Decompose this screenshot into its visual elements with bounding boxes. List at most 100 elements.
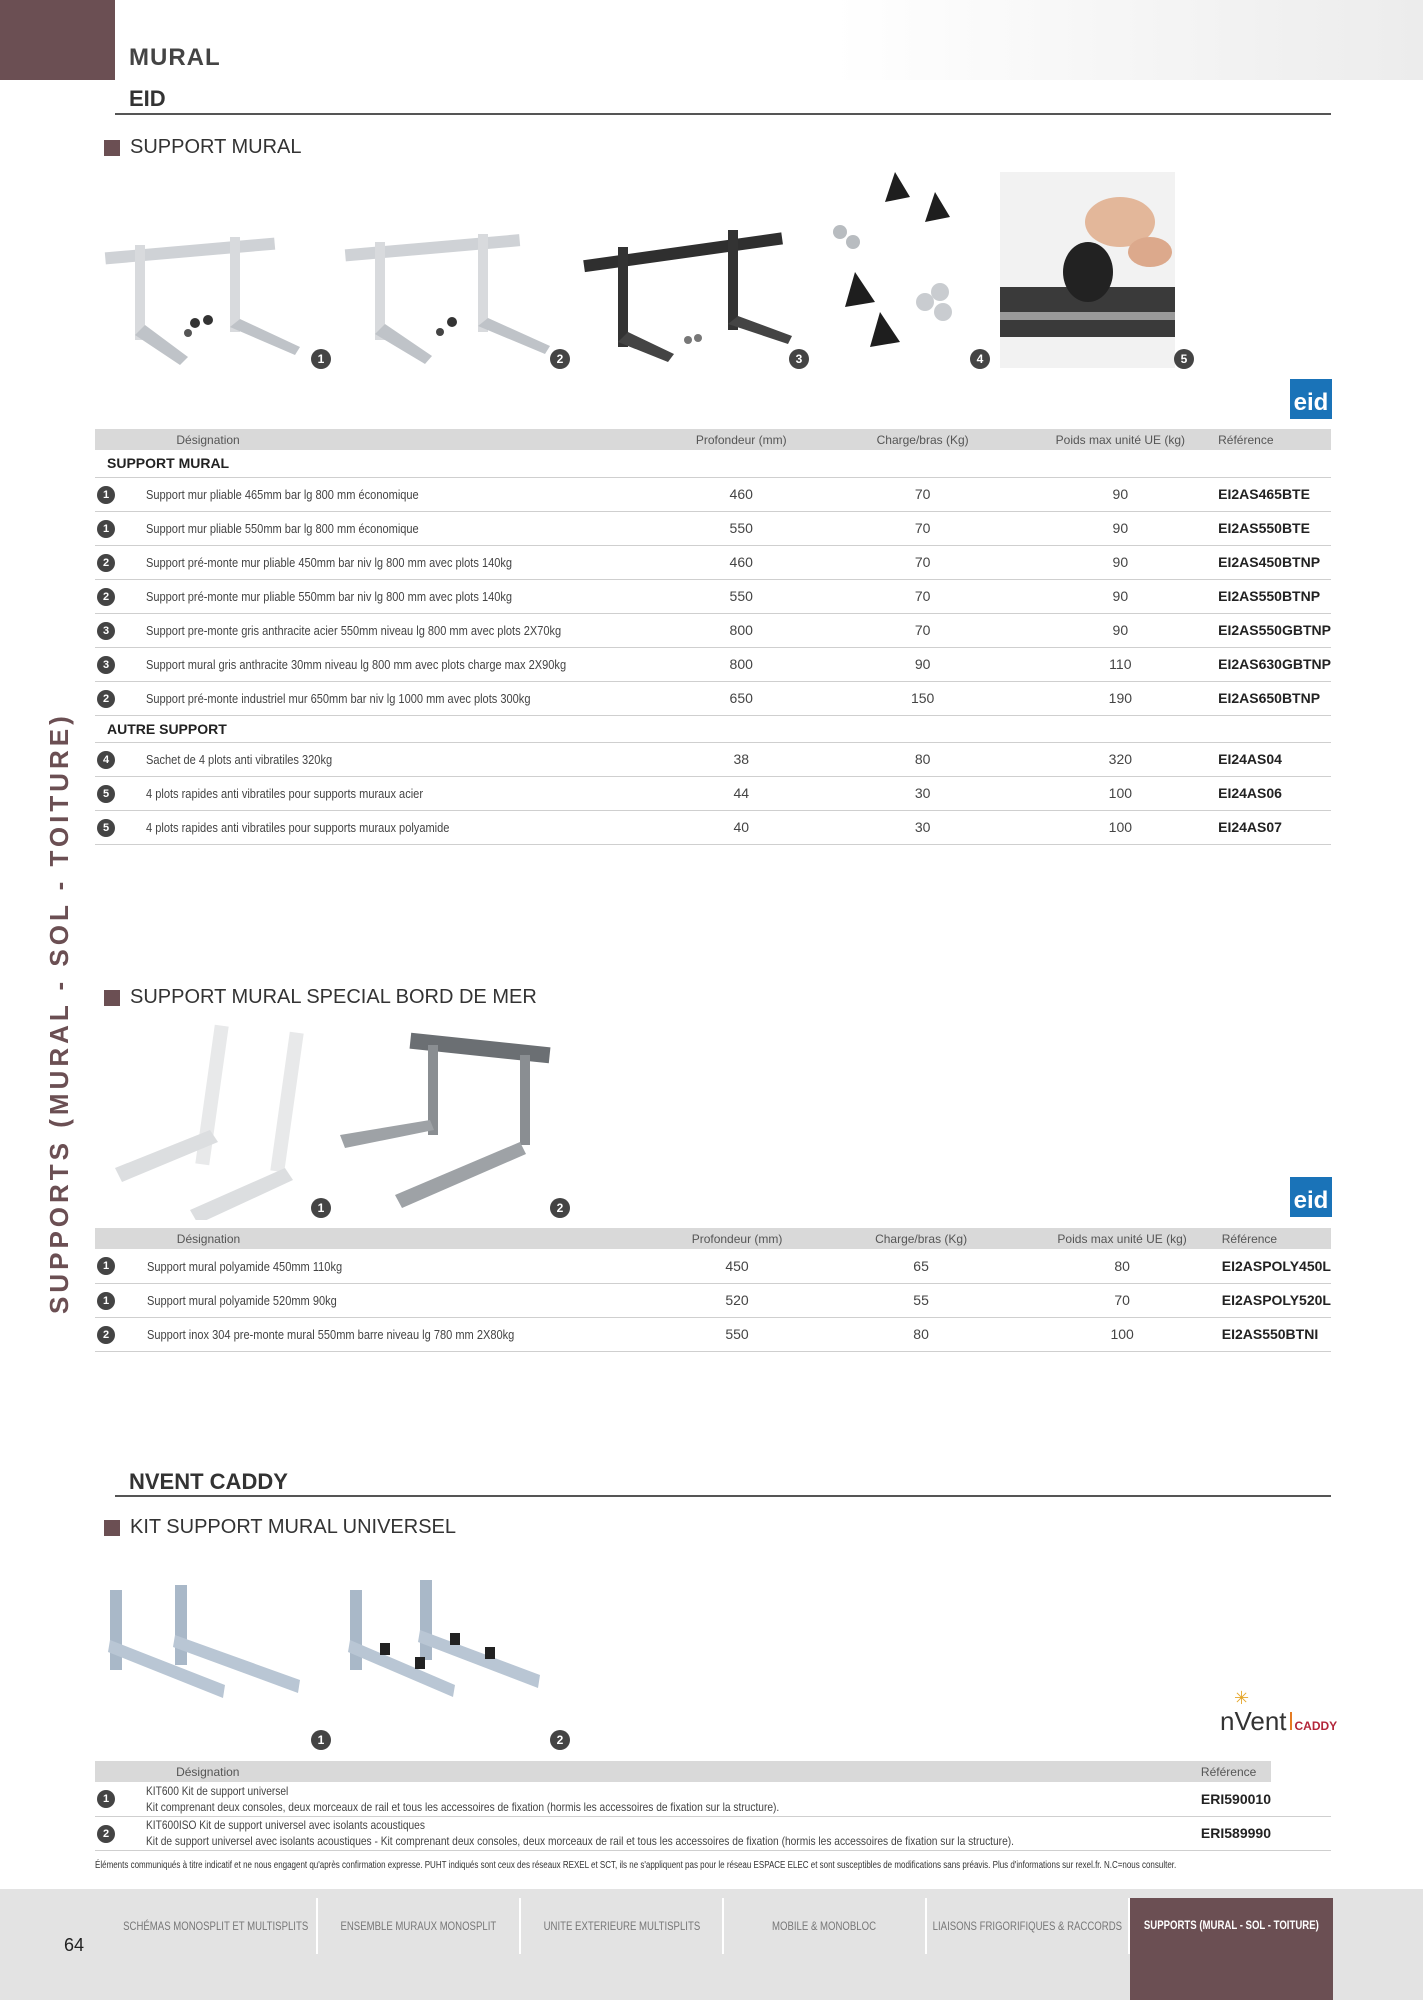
column-header-profondeur: Profondeur (mm) bbox=[659, 429, 823, 450]
reference-cell: EI2AS550BTE bbox=[1218, 511, 1331, 546]
column-header-poids: Poids max unité UE (kg) bbox=[1022, 429, 1219, 450]
image-number-badge: 4 bbox=[970, 349, 990, 369]
logo-separator bbox=[1289, 1712, 1292, 1730]
header-color-block bbox=[0, 0, 115, 80]
designation-text: 4 plots rapides anti vibratiles pour sup… bbox=[146, 820, 450, 835]
product-image-inox-bracket bbox=[340, 1032, 551, 1208]
row-number-cell: 1 bbox=[95, 1283, 135, 1318]
poids-cell: 70 bbox=[1022, 1283, 1222, 1318]
charge-cell: 70 bbox=[822, 613, 1023, 648]
row-number-badge: 5 bbox=[97, 818, 115, 837]
product-image-kit600 bbox=[108, 1585, 300, 1698]
product-image-anti-vibration-pads bbox=[833, 172, 952, 347]
profondeur-cell: 40 bbox=[659, 810, 823, 845]
image-number-badge: 2 bbox=[550, 1730, 570, 1750]
footer-tab-label: SCHÉMAS MONOSPLIT ET MULTISPLITS bbox=[122, 1919, 309, 1933]
footer-tab-label: UNITE EXTERIEURE MULTISPLITS bbox=[543, 1919, 700, 1933]
footer-tab[interactable]: SCHÉMAS MONOSPLIT ET MULTISPLITS bbox=[115, 1898, 318, 1954]
table-row: 2 Support inox 304 pre-monte mural 550mm … bbox=[95, 1317, 1331, 1352]
charge-cell: 70 bbox=[822, 579, 1023, 614]
footer-tab[interactable]: UNITE EXTERIEURE MULTISPLITS bbox=[521, 1898, 724, 1954]
bullet-square-icon bbox=[104, 989, 120, 1006]
column-header-reference: Référence bbox=[1221, 1228, 1331, 1249]
poids-cell: 100 bbox=[1022, 776, 1219, 811]
row-number-cell: 2 bbox=[95, 1816, 135, 1851]
reference-cell: EI2AS450BTNP bbox=[1218, 545, 1331, 580]
image-number-badge: 5 bbox=[1174, 349, 1194, 369]
table-header-row: Désignation Profondeur (mm) Charge/bras … bbox=[95, 429, 1331, 450]
section-heading-kit-universel: KIT SUPPORT MURAL UNIVERSEL bbox=[104, 1516, 456, 1539]
reference-cell: ERI589990 bbox=[1200, 1816, 1271, 1851]
eid-brand-logo: eid bbox=[1290, 379, 1332, 419]
footer-tab[interactable]: SUPPORTS (MURAL - SOL - TOITURE) bbox=[1130, 1898, 1333, 2000]
profondeur-cell: 520 bbox=[654, 1283, 820, 1318]
poids-cell: 90 bbox=[1022, 613, 1219, 648]
charge-cell: 150 bbox=[822, 681, 1023, 716]
poids-cell: 90 bbox=[1022, 511, 1219, 546]
reference-cell: EI2AS630GBTNP bbox=[1218, 647, 1331, 682]
footer-tab[interactable]: ENSEMBLE MURAUX MONOSPLIT bbox=[318, 1898, 521, 1954]
side-category-label: SUPPORTS (MURAL - SOL - TOITURE) bbox=[44, 712, 74, 1314]
poids-cell: 90 bbox=[1022, 477, 1219, 512]
support-mural-table: Désignation Profondeur (mm) Charge/bras … bbox=[95, 429, 1331, 845]
table-row: 5 4 plots rapides anti vibratiles pour su… bbox=[95, 810, 1331, 845]
poids-cell: 110 bbox=[1022, 647, 1219, 682]
designation-text: Sachet de 4 plots anti vibratiles 320kg bbox=[146, 752, 333, 767]
row-number-badge: 3 bbox=[97, 655, 115, 674]
designation-text: Support mural polyamide 450mm 110kg bbox=[146, 1258, 342, 1274]
heading-divider bbox=[115, 113, 1331, 115]
reference-cell: EI2AS650BTNP bbox=[1218, 681, 1331, 716]
footer-tab-label: LIAISONS FRIGORIFIQUES & RACCORDS bbox=[932, 1919, 1123, 1933]
product-image-bracket-white-2 bbox=[344, 234, 550, 364]
row-number-cell: 5 bbox=[95, 776, 135, 811]
row-number-cell: 3 bbox=[95, 613, 135, 648]
charge-cell: 30 bbox=[822, 810, 1023, 845]
table-header-row: Désignation Profondeur (mm) Charge/bras … bbox=[95, 1228, 1331, 1249]
charge-cell: 65 bbox=[819, 1249, 1023, 1284]
row-number-cell: 1 bbox=[95, 511, 135, 546]
profondeur-cell: 550 bbox=[659, 511, 823, 546]
section-heading-text: KIT SUPPORT MURAL UNIVERSEL bbox=[130, 1516, 457, 1538]
designation-cell: Support mural polyamide 450mm 110kg bbox=[134, 1249, 655, 1284]
image-number-badge: 3 bbox=[789, 349, 809, 369]
poids-cell: 90 bbox=[1022, 545, 1219, 580]
designation-cell: 4 plots rapides anti vibratiles pour sup… bbox=[134, 776, 660, 811]
designation-cell: 4 plots rapides anti vibratiles pour sup… bbox=[134, 810, 660, 845]
header-background bbox=[115, 0, 1423, 80]
row-number-badge: 2 bbox=[97, 1325, 115, 1344]
designation-text: 4 plots rapides anti vibratiles pour sup… bbox=[146, 786, 424, 801]
row-number-cell: 1 bbox=[95, 1249, 135, 1284]
row-number-badge: 2 bbox=[97, 1824, 115, 1843]
designation-text: Support pré-monte mur pliable 550mm bar … bbox=[146, 589, 513, 604]
designation-cell: Support pré-monte industriel mur 650mm b… bbox=[134, 681, 660, 716]
charge-cell: 80 bbox=[822, 742, 1023, 777]
nvent-caddy-logo: nVent CADDY bbox=[1220, 1706, 1337, 1737]
designation-text: Support mur pliable 465mm bar lg 800 mm … bbox=[146, 487, 420, 502]
designation-text: Support pre-monte gris anthracite acier … bbox=[146, 623, 562, 638]
table-row: 3 Support pre-monte gris anthracite acier… bbox=[95, 613, 1331, 648]
designation-text: Support mural polyamide 520mm 90kg bbox=[146, 1293, 337, 1308]
designation-cell: Support mural polyamide 520mm 90kg bbox=[134, 1283, 655, 1318]
designation-cell: Support mural gris anthracite 30mm nivea… bbox=[134, 647, 660, 682]
image-number-badge: 1 bbox=[311, 1730, 331, 1750]
profondeur-cell: 550 bbox=[659, 579, 823, 614]
profondeur-cell: 460 bbox=[659, 477, 823, 512]
profondeur-cell: 800 bbox=[659, 613, 823, 648]
footer-tab[interactable]: LIAISONS FRIGORIFIQUES & RACCORDS bbox=[927, 1898, 1130, 1954]
charge-cell: 30 bbox=[822, 776, 1023, 811]
reference-cell: EI2AS550GBTNP bbox=[1218, 613, 1331, 648]
designation-line1: KIT600 Kit de support universel bbox=[146, 1783, 289, 1798]
bullet-square-icon bbox=[104, 1519, 120, 1536]
column-header-reference: Référence bbox=[1218, 429, 1331, 450]
footer-tab[interactable]: MOBILE & MONOBLOC bbox=[724, 1898, 927, 1954]
product-image-kit600iso bbox=[348, 1580, 540, 1697]
row-number-badge: 1 bbox=[97, 1291, 115, 1310]
product-image-polyamide-bracket bbox=[115, 1024, 304, 1220]
designation-text: Support mural gris anthracite 30mm nivea… bbox=[146, 657, 567, 672]
designation-text: Support inox 304 pre-monte mural 550mm b… bbox=[146, 1327, 515, 1342]
reference-cell: EI24AS07 bbox=[1218, 810, 1331, 845]
